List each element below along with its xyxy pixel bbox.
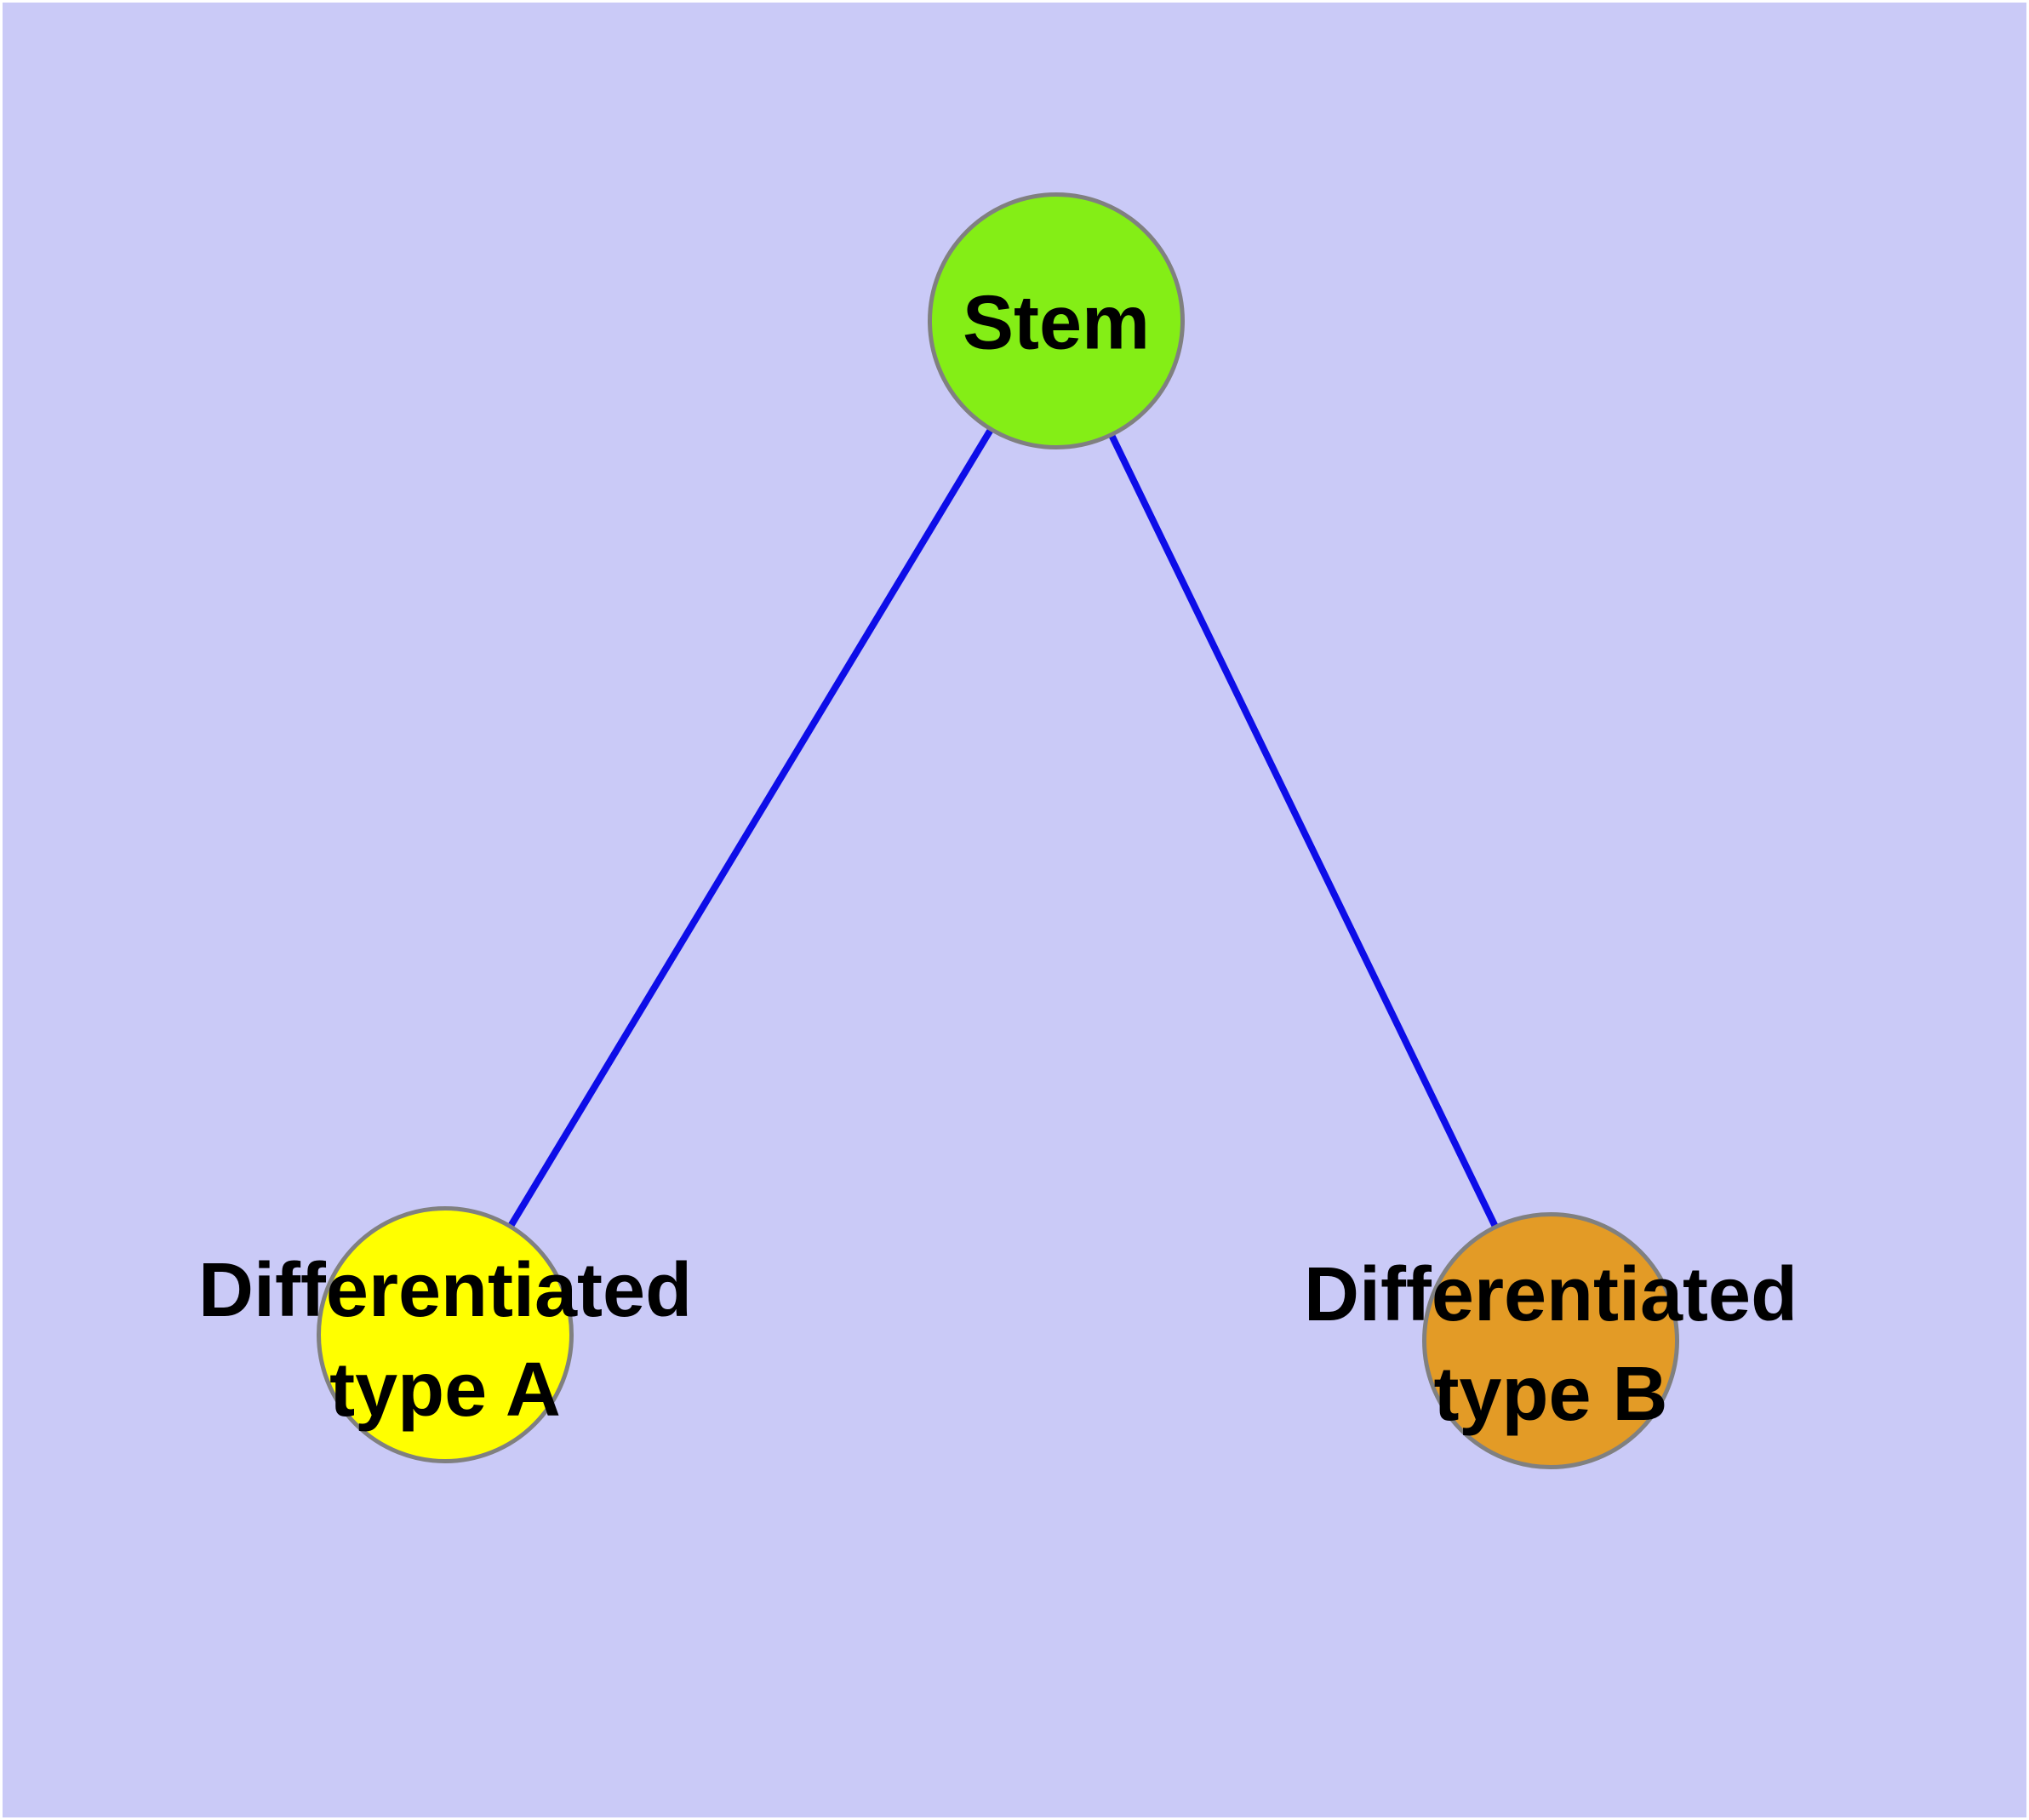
label-differentiated-type-b: Differentiated type B xyxy=(1304,1245,1798,1445)
label-type-a-line2: type A xyxy=(329,1348,561,1433)
edges-layer xyxy=(442,318,1554,1342)
label-differentiated-type-a: Differentiated type A xyxy=(198,1241,692,1440)
label-type-b-line1: Differentiated xyxy=(1303,1252,1798,1337)
label-type-a-line1: Differentiated xyxy=(197,1248,693,1333)
label-stem-line1: Stem xyxy=(962,280,1151,366)
edge-stem-to-type-a xyxy=(442,318,1060,1337)
node-differentiated-type-a xyxy=(317,1206,574,1463)
edge-stem-to-type-b xyxy=(1053,319,1554,1342)
node-differentiated-type-b xyxy=(1422,1212,1679,1469)
label-type-b-line2: type B xyxy=(1433,1352,1668,1437)
label-stem: Stem xyxy=(963,274,1150,374)
node-stem xyxy=(928,192,1185,449)
